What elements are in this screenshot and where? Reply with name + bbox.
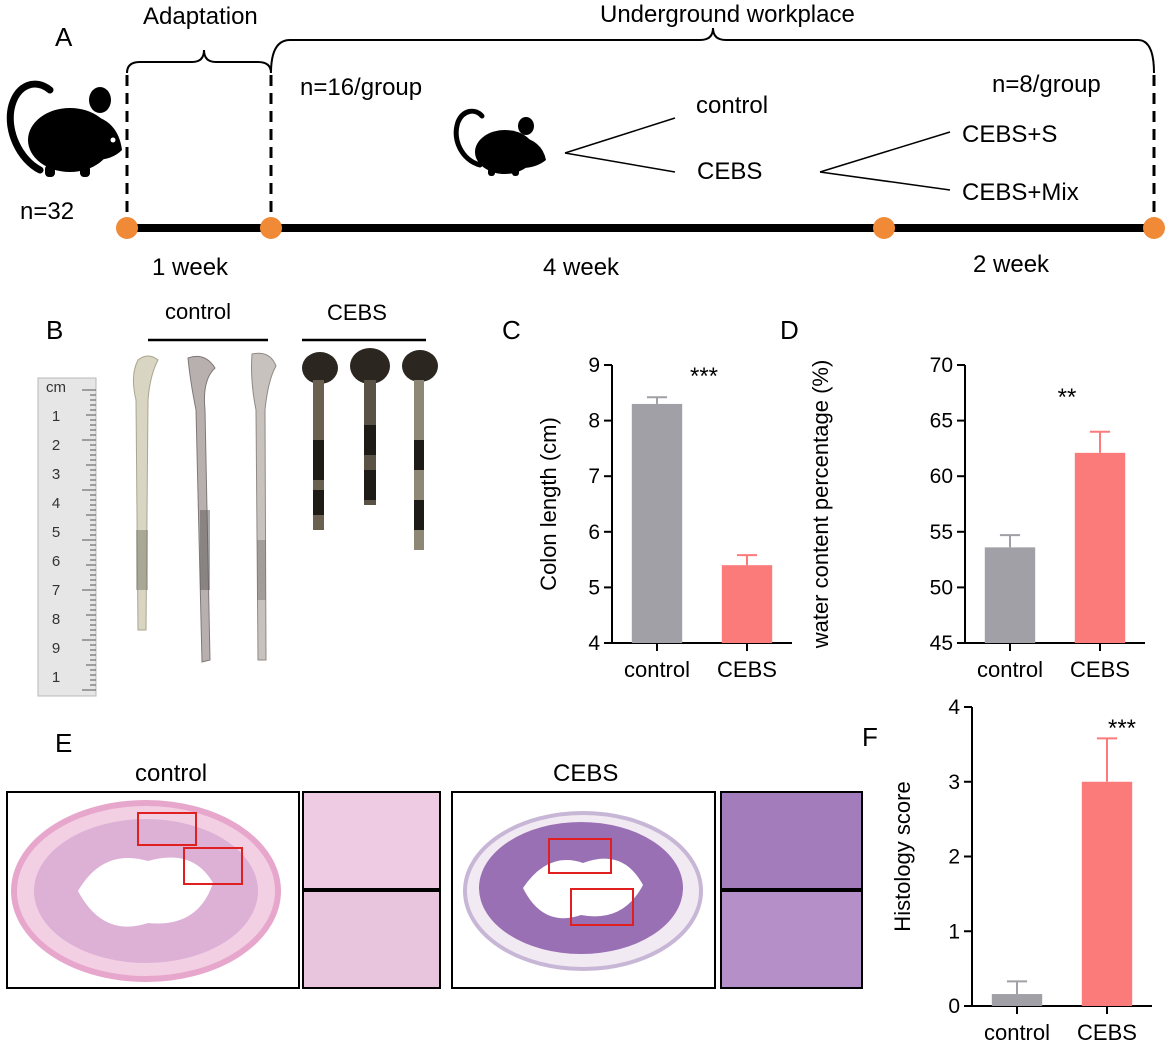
histology-control-label: control <box>135 760 208 787</box>
photo-control-label: control <box>165 299 232 324</box>
y-tick-label: 8 <box>588 410 600 433</box>
significance-label: ** <box>1058 384 1077 411</box>
y-tick-label: 1 <box>948 920 960 943</box>
ruler-number: 9 <box>52 640 60 657</box>
y-axis-label: Colon length (cm) <box>536 417 561 591</box>
cebs-s-label: CEBS+S <box>962 121 1058 148</box>
photo-cebs-label: CEBS <box>327 300 387 325</box>
timeline-dot <box>1143 217 1165 239</box>
bar-control <box>991 994 1043 1006</box>
histology-cebs-overview <box>451 791 716 989</box>
y-axis-label: water content percentage (%) <box>808 360 833 650</box>
significance-label: *** <box>690 363 718 390</box>
x-tick-label: control <box>977 657 1043 682</box>
week2-label: 2 week <box>973 251 1050 278</box>
mouse-icon-large <box>6 80 122 177</box>
panel-letter-c: C <box>502 315 521 345</box>
panel-letter-d: D <box>780 315 799 345</box>
x-tick-label: CEBS <box>717 657 777 682</box>
control-colons <box>132 352 277 663</box>
n8-label: n=8/group <box>992 71 1101 98</box>
y-tick-label: 0 <box>948 995 960 1018</box>
n-start-label: n=32 <box>20 198 75 225</box>
y-tick-label: 3 <box>948 771 960 794</box>
y-tick-label: 65 <box>930 410 953 433</box>
bar-CEBS <box>1081 781 1133 1006</box>
ruler-number: 8 <box>52 611 60 628</box>
ruler-number: 2 <box>52 437 60 454</box>
ruler-number: 1 <box>52 669 60 686</box>
y-tick-label: 5 <box>588 576 600 599</box>
y-tick-label: 45 <box>930 632 953 655</box>
branch-line <box>564 117 676 154</box>
x-tick-label: control <box>624 657 690 682</box>
histology-control-zoom-2 <box>302 890 441 989</box>
branch-line <box>819 131 951 173</box>
branch-line <box>564 152 676 173</box>
timeline-dot <box>116 217 138 239</box>
panel-letter-f: F <box>862 722 878 752</box>
bar-CEBS <box>721 565 773 643</box>
bar-control <box>984 547 1036 643</box>
ruler-number: 7 <box>52 582 60 599</box>
histology-cebs-label: CEBS <box>553 760 619 787</box>
mouse-icon-small <box>453 108 546 176</box>
cebs-colons <box>302 348 438 550</box>
bar-control <box>631 403 683 643</box>
n16-label: n=16/group <box>300 74 423 101</box>
panel-letter-b: B <box>46 315 64 345</box>
x-tick-label: CEBS <box>1077 1020 1137 1045</box>
y-tick-label: 60 <box>930 465 953 488</box>
y-tick-label: 9 <box>588 354 600 377</box>
ruler-number: cm <box>46 379 66 396</box>
y-tick-label: 2 <box>948 846 960 869</box>
ruler-number: 3 <box>52 466 60 483</box>
branch-line <box>819 171 951 191</box>
chart-histology-score: 0 1 2 3 4 control CEBS *** Histology score <box>890 696 1152 1045</box>
cebs-mix-label: CEBS+Mix <box>962 179 1079 206</box>
ruler-number: 1 <box>52 408 60 425</box>
y-tick-label: 7 <box>588 465 600 488</box>
week4-label: 4 week <box>543 254 620 281</box>
histology-cebs-zoom-2 <box>720 890 863 989</box>
timeline-graphic <box>6 27 1165 239</box>
timeline-dot <box>873 217 895 239</box>
y-tick-label: 70 <box>930 354 953 377</box>
histology-control-zoom-1 <box>302 791 441 890</box>
y-tick-label: 4 <box>588 632 600 655</box>
underground-label: Underground workplace <box>600 1 855 28</box>
y-tick-label: 50 <box>930 576 953 599</box>
ruler <box>37 377 97 697</box>
x-tick-label: control <box>984 1020 1050 1045</box>
y-tick-label: 6 <box>588 521 600 544</box>
adaptation-label: Adaptation <box>143 3 258 30</box>
underground-brace <box>270 27 1155 74</box>
y-tick-label: 55 <box>930 521 953 544</box>
histology-cebs-zoom-1 <box>720 791 863 890</box>
cebs-group-label: CEBS <box>697 158 763 185</box>
y-tick-label: 4 <box>948 696 960 719</box>
chart-water-content: 45 50 55 60 65 70 control CEBS ** water content p… <box>808 354 1145 682</box>
x-tick-label: CEBS <box>1070 657 1130 682</box>
ruler-number: 5 <box>52 524 60 541</box>
histology-control-overview <box>6 791 300 989</box>
y-axis-label: Histology score <box>890 781 915 931</box>
control-group-label: control <box>696 92 769 119</box>
panel-letter-a: A <box>55 22 73 52</box>
ruler-number: 6 <box>52 553 60 570</box>
colon-photo: cm 1 2 3 4 5 6 7 8 9 1 <box>37 338 438 697</box>
adaptation-brace <box>126 49 272 74</box>
timeline-dot <box>260 217 282 239</box>
chart-colon-length: 4 5 6 7 8 9 control CEBS *** Colon length (cm) <box>536 354 792 682</box>
panel-letter-e: E <box>55 728 73 758</box>
bar-CEBS <box>1074 452 1126 643</box>
significance-label: *** <box>1108 715 1136 742</box>
week1-label: 1 week <box>152 254 229 281</box>
ruler-number: 4 <box>52 495 60 512</box>
